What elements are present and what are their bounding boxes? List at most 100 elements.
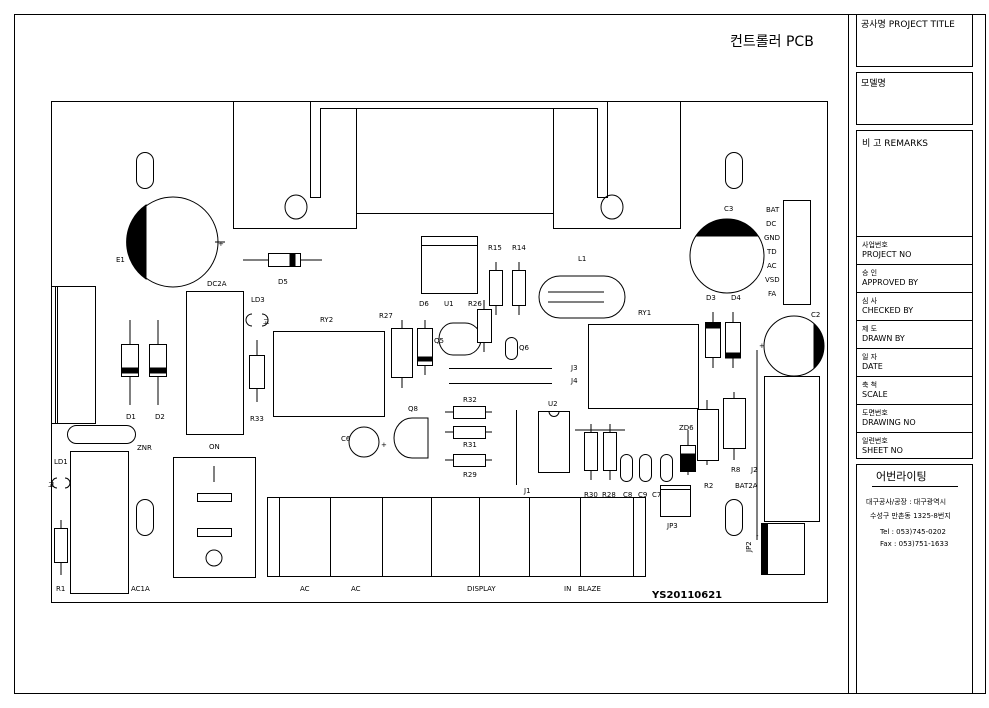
resistor-bat2a xyxy=(723,398,746,449)
label-jp2: JP2 xyxy=(745,541,753,553)
label-c2: C2 xyxy=(811,311,820,319)
pin-label: DC xyxy=(766,220,776,228)
connector-label-blaze: BLAZE xyxy=(578,585,601,593)
label-c7: C7 xyxy=(652,491,661,499)
row-ko: 축 척 xyxy=(862,381,878,389)
resistor-r26 xyxy=(477,309,492,343)
company-tel: Tel : 053)745-0202 xyxy=(880,528,946,536)
connector-label-display: DISPLAY xyxy=(467,585,496,593)
resistor-r33 xyxy=(249,355,265,389)
resistor-r27 xyxy=(391,328,413,378)
connector-label-ac: AC xyxy=(351,585,361,593)
capacitor-e1 xyxy=(126,196,225,288)
transistor-q5 xyxy=(438,322,482,356)
row-en: DRAWN BY xyxy=(862,334,905,343)
label-d1: D1 xyxy=(126,413,136,421)
model-name-label: 모델명 xyxy=(861,79,886,89)
pin-label: GND xyxy=(764,234,780,242)
label-r29: R29 xyxy=(463,471,477,479)
label-ry1: RY1 xyxy=(638,309,651,317)
diode-d2 xyxy=(149,320,167,405)
remarks-label: 비 고 REMARKS xyxy=(862,139,929,149)
remarks-box xyxy=(856,130,973,459)
model-name-box xyxy=(856,72,973,125)
company-box xyxy=(856,464,973,694)
capacitor-c6 xyxy=(348,426,380,458)
label-minus: - xyxy=(756,532,759,540)
resistor-r8 xyxy=(697,409,719,461)
relay-ry2 xyxy=(273,331,385,417)
pin-label: AC xyxy=(767,262,777,270)
label-c9: C9 xyxy=(638,491,647,499)
row-en: PROJECT NO xyxy=(862,250,912,259)
label-e1: E1 xyxy=(116,256,125,264)
capacitor-c8 xyxy=(620,454,633,482)
diode-d6 xyxy=(417,328,433,366)
capacitor-c9 xyxy=(639,454,652,482)
capacitor-c3 xyxy=(689,218,765,294)
label-r28: R28 xyxy=(602,491,616,499)
label-r32: R32 xyxy=(463,396,477,404)
ic-u2 xyxy=(538,411,570,473)
mount-slot xyxy=(136,152,154,189)
connector-label-ac: AC xyxy=(300,585,310,593)
pin-label: VSD xyxy=(765,276,780,284)
board-code: YS20110621 xyxy=(651,590,722,601)
label-ry2: RY2 xyxy=(320,316,333,324)
resistor-r28 xyxy=(603,432,617,471)
row-ko: 사업번호 xyxy=(862,241,888,249)
label-znr: ZNR xyxy=(137,444,152,452)
mount-slot xyxy=(725,499,743,536)
label-d5: D5 xyxy=(278,278,288,286)
connector-j2 xyxy=(764,376,820,522)
pin-label: BAT xyxy=(766,206,780,214)
row-ko: 승 인 xyxy=(862,269,878,277)
label-bat2a: BAT2A xyxy=(735,482,758,490)
resistor-r32 xyxy=(453,406,486,419)
label-jp3: JP3 xyxy=(666,522,678,530)
label-r30: R30 xyxy=(584,491,598,499)
label-on: ON xyxy=(209,443,220,451)
label-r1: R1 xyxy=(56,585,65,593)
label-l1: L1 xyxy=(578,255,586,263)
label-j3: J3 xyxy=(570,364,578,372)
row-ko: 제 도 xyxy=(862,325,878,333)
connector-label-in: IN xyxy=(564,585,571,593)
relay-ry1 xyxy=(588,324,699,409)
label-u2: U2 xyxy=(548,400,558,408)
row-ko: 도면번호 xyxy=(862,409,888,417)
sheet-border xyxy=(14,14,986,694)
resistor-r29 xyxy=(453,454,486,467)
mount-slot xyxy=(725,152,743,189)
heatsink xyxy=(233,101,681,229)
label-j1: J1 xyxy=(523,487,531,495)
row-en: SHEET NO xyxy=(862,446,903,455)
label-j4: J4 xyxy=(570,377,578,385)
label-plus-c2: + xyxy=(759,342,765,350)
label-u1: U1 xyxy=(444,300,454,308)
mount-slot xyxy=(136,499,154,536)
resistor-r14 xyxy=(512,270,526,306)
row-en: SCALE xyxy=(862,390,888,399)
label-q6: Q6 xyxy=(519,344,530,352)
row-en: DRAWING NO xyxy=(862,418,916,427)
label-r26: R26 xyxy=(468,300,482,308)
diode-d1 xyxy=(121,320,139,405)
row-ko: 일 자 xyxy=(862,353,878,361)
pin-label: TD xyxy=(766,248,777,256)
resistor-r1 xyxy=(54,528,68,563)
row-en: DATE xyxy=(862,362,883,371)
connector-ac1a xyxy=(70,451,129,594)
label-d3: D3 xyxy=(706,294,716,302)
resistor-r30 xyxy=(584,432,598,471)
row-ko: 심 사 xyxy=(862,297,878,305)
switch-on xyxy=(173,457,256,578)
connector-strip xyxy=(267,497,646,577)
company-address-2: 수성구 만촌동 1325-8번지 xyxy=(870,512,951,520)
label-c6: C6 xyxy=(341,435,351,443)
capacitor-c2 xyxy=(763,315,825,377)
label-ld1: LD1 xyxy=(54,458,68,466)
label-j2: J2 xyxy=(750,466,758,474)
row-ko: 일련번호 xyxy=(862,437,888,445)
